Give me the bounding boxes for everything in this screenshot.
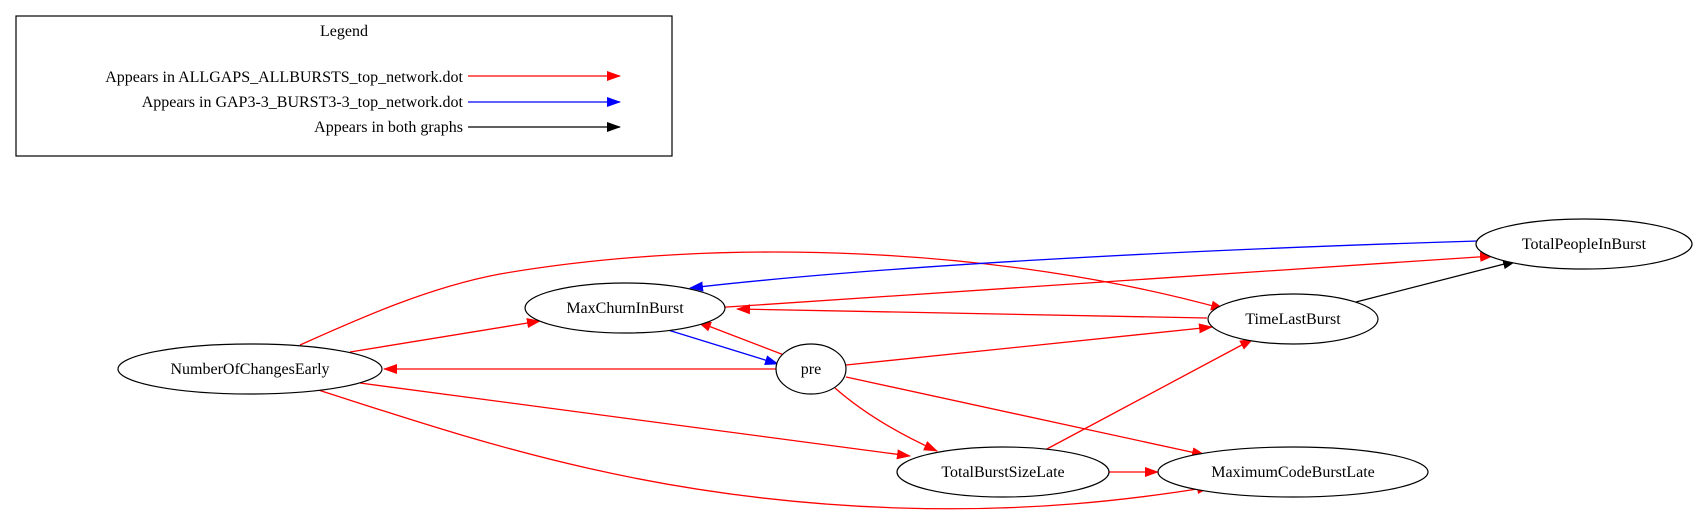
legend-box xyxy=(15,15,673,157)
node-label-totalpeopleinburst: TotalPeopleInBurst xyxy=(1522,236,1647,253)
edge-totalpeopleinburst-maxchurninburst xyxy=(689,240,1479,292)
edge-timelastburst-maxchurninburst xyxy=(736,304,1208,319)
node-timelastburst[interactable]: TimeLastBurst xyxy=(1207,293,1379,345)
edge-pre-timelastburst xyxy=(845,323,1213,366)
edge-numberofchangesearly-maxchurninburst xyxy=(349,318,541,353)
legend: Legend Appears in ALLGAPS_ALLBURSTS_top_… xyxy=(15,15,673,157)
edge-maxchurninburst-totalpeopleinburst xyxy=(711,251,1494,309)
node-label-totalburstsizelate: TotalBurstSizeLate xyxy=(941,464,1064,481)
node-numberofchangesearly[interactable]: NumberOfChangesEarly xyxy=(117,343,383,395)
edge-maxchurninburst-pre xyxy=(667,329,779,365)
edge-timelastburst-totalpeopleinburst xyxy=(1355,259,1517,303)
node-label-timelastburst: TimeLastBurst xyxy=(1245,311,1341,328)
edge-pre-totalburstsizelate xyxy=(834,387,938,452)
legend-entry-label-allgaps: Appears in ALLGAPS_ALLBURSTS_top_network… xyxy=(105,69,463,86)
node-maxchurninburst[interactable]: MaxChurnInBurst xyxy=(524,282,726,334)
node-maximumcodeburstlate[interactable]: MaximumCodeBurstLate xyxy=(1157,446,1429,498)
edge-numberofchangesearly-totalburstsizelate xyxy=(359,382,911,460)
legend-entry-label-both: Appears in both graphs xyxy=(314,119,463,136)
legend-title: Legend xyxy=(320,23,368,40)
edges xyxy=(299,240,1517,510)
node-label-pre: pre xyxy=(801,361,821,378)
edge-pre-maximumcodeburstlate xyxy=(845,376,1206,458)
node-totalburstsizelate[interactable]: TotalBurstSizeLate xyxy=(896,446,1110,498)
node-totalpeopleinburst[interactable]: TotalPeopleInBurst xyxy=(1475,218,1693,270)
edge-totalburstsizelate-timelastburst xyxy=(1044,338,1254,451)
node-label-maxchurninburst: MaxChurnInBurst xyxy=(566,300,684,317)
edge-pre-maxchurninburst xyxy=(697,321,785,356)
edge-numberofchangesearly-maximumcodeburstlate xyxy=(311,387,1211,510)
node-label-maximumcodeburstlate: MaximumCodeBurstLate xyxy=(1211,464,1375,481)
legend-entry-label-gap3: Appears in GAP3-3_BURST3-3_top_network.d… xyxy=(142,94,464,111)
nodes: NumberOfChangesEarly MaxChurnInBurst pre… xyxy=(117,218,1693,498)
node-label-numberofchangesearly: NumberOfChangesEarly xyxy=(170,361,329,378)
edge-numberofchangesearly-timelastburst xyxy=(299,251,1225,346)
node-pre[interactable]: pre xyxy=(775,343,847,395)
